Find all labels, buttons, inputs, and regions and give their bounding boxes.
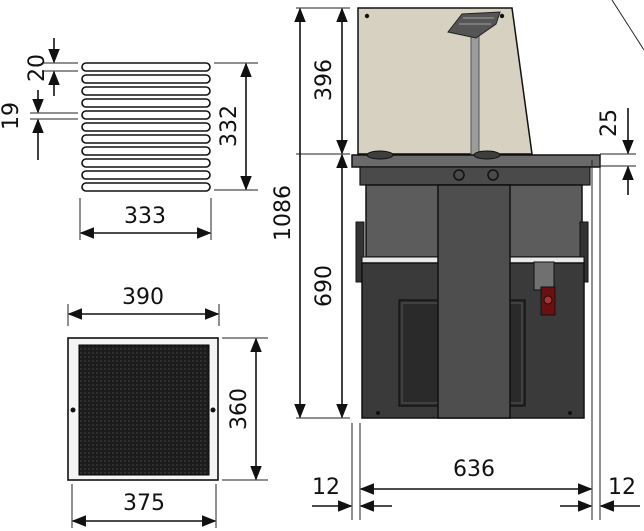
fin-gap-dimension: 19 [0, 90, 78, 160]
grille-inner-width-label: 375 [123, 491, 165, 516]
glass-height-label: 396 [312, 59, 337, 101]
condenser-height-label: 332 [217, 105, 242, 147]
grille-outer-width-label: 390 [122, 285, 164, 310]
grille-height-dimension: 360 [222, 337, 268, 481]
left-margin-dimension: 12 [312, 475, 392, 512]
glass-height-dimension: 396 [312, 7, 348, 155]
grille-inner-width-dimension: 375 [71, 484, 217, 528]
dispenser-post [470, 35, 480, 157]
base-height-label: 690 [312, 265, 337, 307]
fin-gap-label: 19 [0, 102, 24, 130]
total-height-label: 1086 [271, 185, 296, 241]
lip-dimension: 25 [597, 108, 634, 195]
base-height-dimension: 690 [312, 153, 348, 419]
fin-pitch-dimension: 20 [25, 38, 78, 96]
right-margin-dimension: 12 [560, 475, 640, 512]
unit-width-dimension: 636 [359, 457, 593, 495]
left-margin-label: 12 [312, 475, 340, 500]
condenser-view: 20 19 332 333 [0, 38, 258, 240]
grille-height-label: 360 [227, 388, 252, 430]
condenser-height-dimension: 332 [214, 62, 258, 191]
fin-pitch-label: 20 [25, 54, 50, 82]
unit-width-label: 636 [453, 457, 495, 482]
grille-mesh [78, 344, 210, 476]
glass-guard [357, 7, 533, 155]
right-margin-label: 12 [608, 475, 636, 500]
condenser-coils [81, 62, 211, 192]
condenser-width-dimension: 333 [79, 198, 212, 240]
grille-outer-width-dimension: 390 [67, 285, 220, 326]
condenser-width-label: 333 [124, 204, 166, 229]
total-height-dimension: 1086 [271, 7, 306, 419]
lip-label: 25 [597, 109, 622, 137]
central-column [437, 184, 511, 419]
unit-view: 1086 396 690 25 636 12 [271, 0, 644, 520]
valve-component [533, 261, 556, 316]
grille-view: 390 360 375 [67, 285, 268, 528]
